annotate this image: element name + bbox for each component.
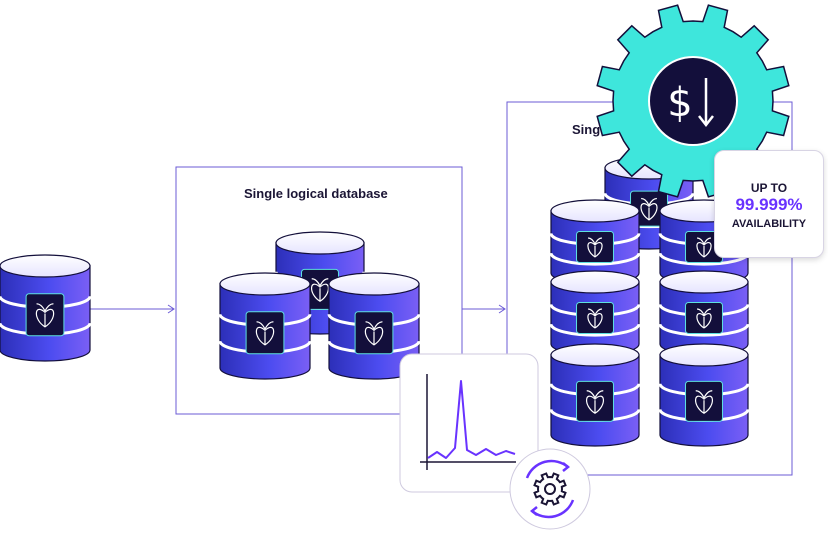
database-cylinder [658, 270, 750, 356]
cockroach-logo-icon [640, 197, 658, 221]
arrow-right-icon [90, 304, 175, 314]
database-cylinder [549, 199, 641, 285]
dollar-down-icon [648, 56, 738, 146]
availability-suffix: AVAILABILITY [731, 218, 807, 230]
availability-value: 99.999% [735, 195, 803, 214]
database-cylinder [549, 343, 641, 447]
logical-database-label: Single logical database [244, 186, 388, 201]
gear-icon [533, 472, 567, 506]
cockroach-logo-icon [364, 321, 384, 346]
dollar-glyph: $ [667, 80, 692, 126]
database-cylinder [327, 272, 421, 380]
cockroach-logo-icon [310, 278, 330, 302]
cluster-label: Sing [572, 122, 601, 137]
database-cylinder [0, 254, 92, 362]
cockroach-logo-icon [585, 390, 605, 414]
cockroach-logo-icon [587, 308, 603, 329]
cost-gear: $ [596, 4, 790, 198]
spike-chart-card [399, 353, 539, 493]
refresh-gear-icon [509, 448, 591, 530]
cockroach-logo-icon [696, 237, 712, 258]
logical-database-box [175, 166, 463, 415]
cockroach-logo-icon [255, 321, 275, 346]
cockroach-logo-icon [35, 303, 55, 328]
cockroach-logo-icon [696, 308, 712, 329]
cockroach-logo-icon [694, 390, 714, 414]
cockroach-logo-icon [587, 237, 603, 258]
arrow-right-icon [462, 304, 506, 314]
database-cylinder [658, 343, 750, 447]
database-cylinder [549, 270, 641, 356]
availability-badge: UP TO 99.999% AVAILABILITY [714, 150, 824, 258]
database-cylinder [218, 272, 312, 380]
spike-chart-icon [427, 380, 516, 459]
availability-prefix: UP TO [750, 181, 788, 195]
